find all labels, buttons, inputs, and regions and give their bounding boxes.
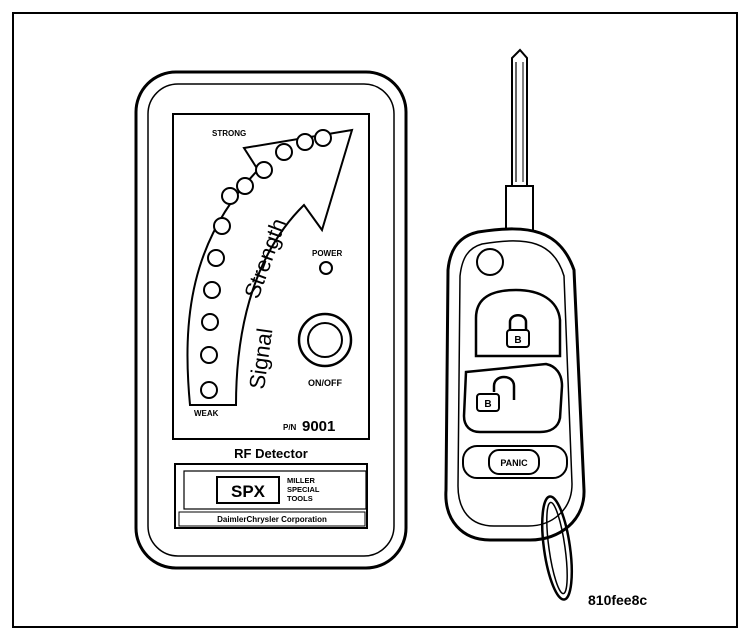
signal-led <box>275 143 293 161</box>
signal-led <box>200 346 218 364</box>
figure-id: 810fee8c <box>588 592 648 608</box>
key-fob: B B PANIC <box>444 48 586 601</box>
rf-detector: STRONG WEAK Signal Strength POWER ON/OFF… <box>134 70 408 570</box>
panic-label: PANIC <box>500 458 528 468</box>
signal-led <box>236 177 254 195</box>
detector-bezel <box>147 83 395 557</box>
manufacturer-name: DaimlerChrysler Corporation <box>217 515 327 524</box>
strong-label: STRONG <box>212 129 246 138</box>
signal-led <box>200 381 218 399</box>
weak-label: WEAK <box>194 409 219 418</box>
onoff-button-inner <box>307 322 343 358</box>
onoff-label: ON/OFF <box>308 378 342 388</box>
signal-led <box>207 249 225 267</box>
device-name: RF Detector <box>234 446 308 461</box>
signal-led <box>314 129 332 147</box>
fob-inner-edge <box>457 240 573 527</box>
lock-button[interactable] <box>474 288 562 358</box>
svg-text:B: B <box>484 399 491 410</box>
signal-led <box>296 133 314 151</box>
pn-number: 9001 <box>302 418 335 435</box>
panic-button[interactable] <box>488 449 540 475</box>
key-ring <box>540 495 574 601</box>
signal-led <box>221 187 239 205</box>
signal-led <box>203 281 221 299</box>
brand-line-2: SPECIAL <box>287 485 320 494</box>
signal-led <box>255 161 273 179</box>
power-led <box>319 261 333 275</box>
brand-line-1: MILLER <box>287 476 315 485</box>
power-label: POWER <box>312 249 342 258</box>
spx-logo-box <box>216 476 280 504</box>
signal-led <box>213 217 231 235</box>
manufacturer-strip <box>178 511 366 527</box>
key-ring-inner <box>546 501 568 595</box>
lock-icon: B <box>506 314 530 348</box>
brand-line-3: TOOLS <box>287 494 313 503</box>
pn-prefix: P/N <box>283 423 297 432</box>
key-blade <box>511 48 528 187</box>
unlock-icon: B <box>476 375 516 412</box>
spx-logo: SPX <box>231 482 266 501</box>
svg-text:B: B <box>514 335 521 346</box>
signal-led <box>201 313 219 331</box>
flip-release-button[interactable] <box>476 248 504 276</box>
signal-led-group <box>200 129 332 399</box>
